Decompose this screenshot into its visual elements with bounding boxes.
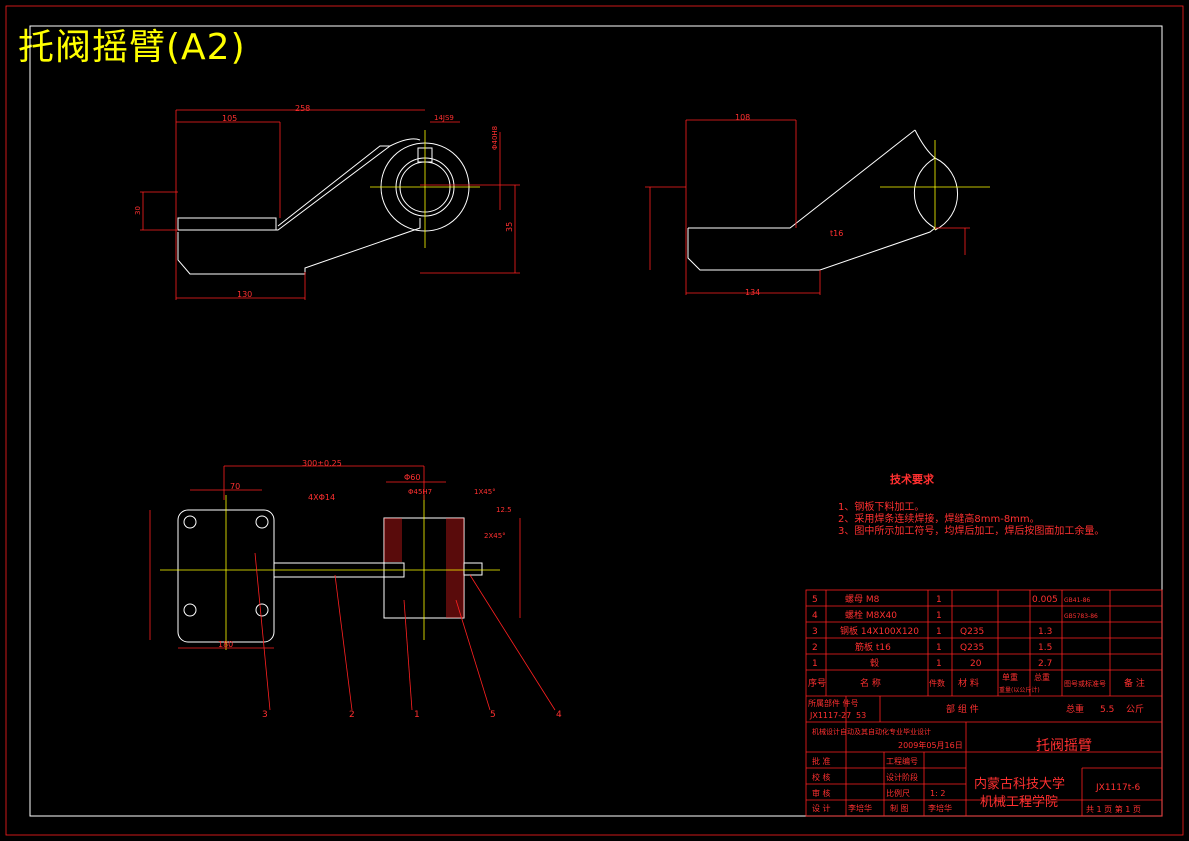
bottom-view: 300±0.25 70 4XΦ14 180 Φ60 Φ45H7 1X45° 12…	[149, 459, 562, 720]
bom-unit-1: 2.7	[1038, 659, 1052, 669]
dim-105: 105	[222, 114, 237, 123]
leader-3: 3	[262, 710, 268, 720]
requirements-heading: 技术要求	[890, 473, 934, 486]
assembly-no: JX1117-27	[809, 711, 851, 720]
top-left-view: 258 105 14JS9 130 35 30 Φ40H8	[134, 104, 520, 300]
role-1: 批 准	[812, 756, 831, 766]
requirement-2: 2、采用焊条连续焊接，焊缝高8mm-8mm。	[838, 514, 1040, 525]
bom-mat-2: Q235	[960, 643, 984, 653]
dim-phi60: Φ60	[404, 473, 420, 482]
bom-h-no: 序号	[808, 677, 826, 689]
leader-2: 2	[349, 710, 355, 720]
bom-unit-3: 1.3	[1038, 627, 1052, 637]
drafter-label: 制 图	[890, 803, 909, 813]
dim-30: 30	[134, 206, 142, 215]
drafter: 李培华	[928, 803, 952, 813]
bom-no-3: 3	[812, 627, 818, 637]
leader-5: 5	[490, 710, 496, 720]
project: 机械设计自动及其自动化专业毕业设计	[812, 727, 931, 736]
dim-134: 134	[745, 288, 760, 297]
school: 内蒙古科技大学	[974, 776, 1065, 792]
bom-h-unit: 单重	[1002, 672, 1018, 682]
role-3: 审 核	[812, 788, 831, 798]
dim-130: 130	[237, 290, 252, 299]
dim-14js9: 14JS9	[434, 114, 454, 122]
role-3-field: 比例尺	[886, 788, 910, 798]
role-4: 设 计	[812, 803, 831, 813]
bom-qty-1: 1	[936, 659, 942, 669]
weight-label: 总重	[1066, 703, 1084, 715]
title-block	[805, 589, 1163, 817]
dim-108: 108	[735, 113, 750, 122]
weight-value: 5.5	[1100, 705, 1114, 715]
dim-4x14: 4XΦ14	[308, 493, 335, 502]
scale: 1: 2	[930, 789, 945, 798]
bom-name-3: 钢板 14X100X120	[840, 625, 919, 637]
dim-1x45: 1X45°	[474, 488, 496, 496]
drawing-name: 托阀摇臂	[1036, 738, 1092, 754]
part-no: 53	[856, 711, 866, 720]
leader-1: 1	[414, 710, 420, 720]
bom-qty-2: 1	[936, 643, 942, 653]
bom-no-5: 5	[812, 595, 818, 605]
bom-unit-5: 0.005	[1032, 595, 1058, 605]
bom-no-2: 2	[812, 643, 818, 653]
assembly-label: 所属部件 件号	[808, 698, 859, 708]
dim-phi40: Φ40H8	[491, 126, 499, 150]
college: 机械工程学院	[980, 794, 1058, 810]
bom-mat-3: Q235	[960, 627, 984, 637]
dim-300: 300±0.25	[302, 459, 342, 468]
drawing-no: JX1117t-6	[1095, 783, 1141, 793]
role-2-field: 设计阶段	[886, 772, 918, 782]
role-1-field: 工程编号	[886, 756, 918, 766]
sheets: 共 1 页 第 1 页	[1086, 804, 1141, 814]
date: 2009年05月16日	[898, 740, 963, 750]
requirement-1: 1、钢板下料加工。	[838, 502, 925, 513]
outer-border	[5, 5, 1184, 836]
requirement-3: 3、图中所示加工符号，均焊后加工，焊后按图面加工余量。	[838, 526, 1105, 537]
bom-h-name: 名 称	[860, 677, 881, 689]
drawing-title: 托阀摇臂(A2)	[18, 27, 246, 68]
bom-qty-4: 1	[936, 611, 942, 621]
bom-name-2: 筋板 t16	[855, 641, 891, 653]
top-right-view: 108 134 t16	[645, 113, 990, 297]
dim-180: 180	[218, 640, 233, 649]
part-type: 部 组 件	[946, 703, 979, 715]
designer: 李培华	[848, 803, 872, 813]
dim-t16: t16	[830, 229, 843, 238]
bom-name-5: 螺母 M8	[845, 594, 880, 605]
bom-qty-5: 1	[936, 595, 942, 605]
bom-h-qty: 件数	[929, 678, 945, 688]
bom-no-1: 1	[812, 659, 818, 669]
bom-no-4: 4	[812, 611, 818, 621]
dim-12-5: 12.5	[496, 506, 512, 514]
weight-unit: 公斤	[1126, 704, 1144, 715]
dim-phi45: Φ45H7	[408, 488, 432, 496]
dim-35: 35	[505, 222, 514, 232]
role-2: 校 核	[812, 772, 831, 782]
dim-70: 70	[230, 482, 240, 491]
bom-h-mat: 材 料	[958, 677, 979, 689]
inner-border	[29, 25, 1163, 817]
bom-std-5: GB41-86	[1064, 597, 1090, 604]
bom-name-1: 毂	[870, 657, 879, 669]
bom-std-4: GB5783-86	[1064, 613, 1098, 620]
bom-h-std: 图号或标准号	[1064, 679, 1106, 688]
bom-h-weight: 重量(以公斤计)	[999, 686, 1040, 694]
bom-h-total: 总重	[1034, 672, 1050, 682]
bom-unit-2: 1.5	[1038, 643, 1052, 653]
bom-h-remark: 备 注	[1124, 677, 1145, 689]
dim-258: 258	[295, 104, 310, 113]
bom-name-4: 螺栓 M8X40	[845, 609, 897, 621]
bom-qty-3: 1	[936, 627, 942, 637]
leader-4: 4	[556, 710, 562, 720]
dim-2x45: 2X45°	[484, 532, 506, 540]
bom-mat-1: 20	[970, 659, 982, 669]
